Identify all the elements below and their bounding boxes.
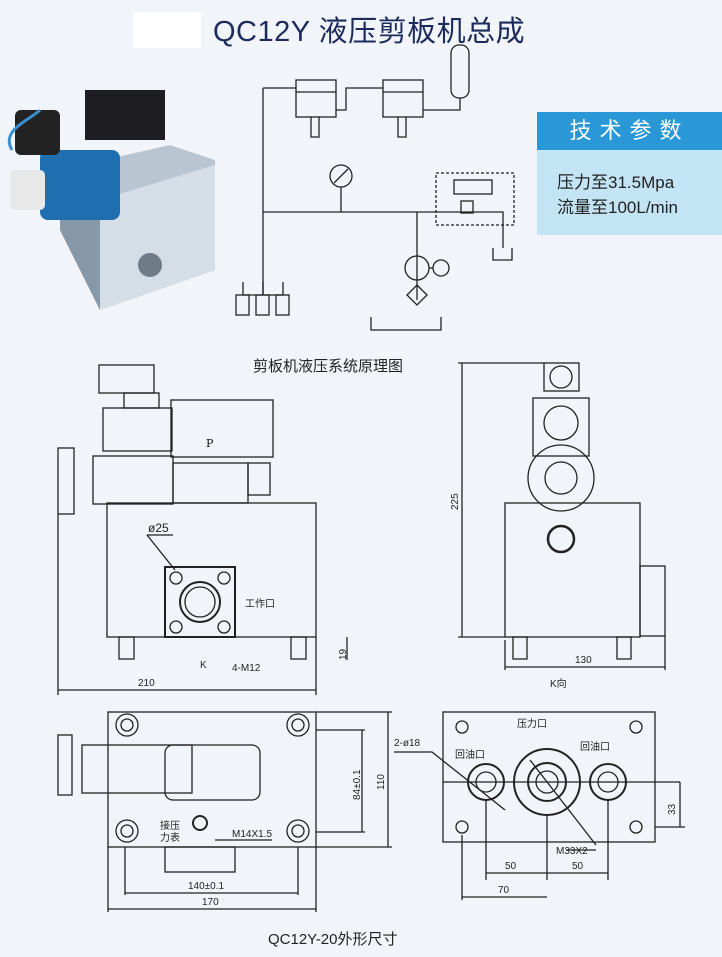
diameter-label: ø25 (148, 521, 169, 535)
dim-140: 140±0.1 (188, 881, 225, 892)
top-view (57, 711, 392, 912)
k-arrow-label: K (200, 660, 207, 671)
return-port-left-label: 回油口 (455, 750, 485, 761)
k-view-label: K向 (550, 679, 567, 690)
holes-label: 2-ø18 (394, 738, 421, 749)
flow-spec: 流量至100L/min (557, 198, 678, 217)
return-port-right-label: 回油口 (580, 742, 610, 753)
dim-70: 70 (498, 885, 510, 896)
dimensions-caption: QC12Y-20外形尺寸 (268, 931, 398, 948)
dim-19: 19 (338, 648, 349, 660)
bottom-view (394, 711, 685, 900)
tech-params-body: 压力至31.5Mpa 流量至100L/min (537, 150, 722, 235)
work-port-label: 工作口 (245, 599, 275, 610)
tech-params-heading: 技术参数 (537, 112, 722, 150)
dim-50-left: 50 (505, 861, 517, 872)
dim-84: 84±0.1 (352, 769, 363, 800)
white-patch (133, 12, 201, 48)
hydraulic-schematic (235, 44, 515, 331)
dim-210: 210 (138, 678, 155, 689)
product-photo (7, 90, 215, 310)
side-view (458, 362, 666, 670)
tech-params-panel: 技术参数 压力至31.5Mpa 流量至100L/min (537, 112, 722, 235)
dim-50-right: 50 (572, 861, 584, 872)
dim-225: 225 (450, 493, 461, 510)
pressure-port-label: 压力口 (517, 719, 547, 730)
gauge-port-label-1: 接压 (160, 821, 180, 832)
dim-130: 130 (575, 655, 592, 666)
dim-110: 110 (376, 774, 387, 790)
dim-170: 170 (202, 897, 219, 908)
port-p-label: P (206, 437, 214, 450)
gauge-port-label-2: 力表 (160, 833, 180, 844)
page-title: QC12Y 液压剪板机总成 (213, 16, 526, 48)
thread-m33-label: M33X2 (556, 846, 588, 857)
thread-m14-label: M14X1.5 (232, 829, 273, 840)
bolts-label: 4-M12 (232, 663, 261, 674)
dim-33: 33 (667, 803, 678, 815)
front-view (57, 364, 348, 695)
schematic-caption: 剪板机液压系统原理图 (253, 358, 404, 375)
pressure-spec: 压力至31.5Mpa (557, 173, 675, 192)
